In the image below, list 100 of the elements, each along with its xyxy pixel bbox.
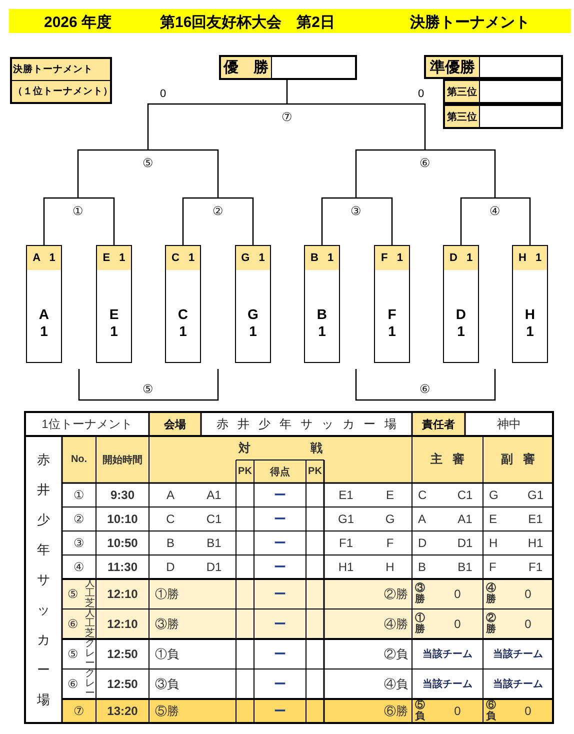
team-name: D 1 (454, 306, 468, 340)
referee-team: D (418, 536, 427, 550)
team-name: H (386, 560, 394, 574)
start-time: 9:30 (110, 488, 135, 502)
column-header: 主審 (430, 451, 474, 468)
referee-team: G (489, 488, 498, 502)
score-dash: ー (274, 486, 286, 504)
referee-score: 0 (524, 617, 532, 631)
referee-slot: ①勝 (415, 613, 425, 635)
team-name: G (385, 512, 395, 526)
column-header: 副審 (500, 451, 545, 468)
match-number: ⑤ (68, 647, 78, 661)
referee-score: 0 (524, 587, 532, 601)
team-code: G 1 (236, 246, 270, 270)
team-slot: ①勝 (155, 586, 179, 602)
team-slot: ⑤勝 (155, 702, 179, 720)
score-dash: ー (274, 510, 286, 528)
referee-note: 当該チーム (493, 647, 543, 661)
bracket-line (425, 369, 496, 401)
bracket-line (355, 149, 425, 198)
team-name: C (166, 512, 175, 526)
score-dash: ー (274, 534, 286, 552)
referee-note: 当該チーム (493, 677, 543, 691)
score-dash: ー (274, 702, 286, 720)
match-number: ① (72, 205, 84, 218)
bracket-line (147, 103, 287, 150)
start-time: 13:20 (107, 704, 138, 718)
team-name: D1 (206, 560, 222, 574)
team-code: C 1 (166, 246, 200, 270)
team-box (374, 245, 410, 363)
year-label: 2026 年度 (44, 13, 112, 32)
stage-title: 決勝トーナメント (410, 13, 530, 32)
column-header: 開始時間 (102, 454, 142, 466)
referee-team: G1 (527, 488, 544, 502)
bracket-line (355, 369, 425, 401)
match-number: ⑥ (68, 677, 78, 691)
referee-team: D1 (457, 536, 473, 550)
team-name: D (166, 560, 175, 574)
result-box (219, 55, 357, 80)
team-name: G1 (338, 512, 354, 526)
start-time: 11:30 (107, 560, 138, 574)
score-dash: ー (274, 586, 286, 602)
team-name: F 1 (386, 306, 398, 340)
venue-label: 会場 (149, 412, 201, 436)
referee-team: E (489, 512, 498, 526)
tournament-title: 決勝トーナメント (12, 63, 94, 77)
team-box (165, 245, 201, 363)
match-number: ⑦ (74, 704, 84, 718)
column-header: 得点 (270, 466, 290, 478)
bracket-line (495, 197, 531, 245)
team-name: G 1 (246, 306, 260, 340)
team-slot: ④勝 (384, 616, 408, 632)
referee-slot: ④勝 (486, 583, 496, 605)
column-header: PK (238, 466, 252, 477)
team-name: E (386, 488, 394, 502)
score-label: 0 (418, 88, 424, 100)
bracket-line (182, 197, 218, 245)
score-dash: ー (274, 676, 286, 692)
referee-team: C (418, 488, 427, 502)
team-name: F1 (338, 536, 353, 550)
bracket-line (148, 149, 219, 198)
bracket-line (43, 197, 78, 245)
tournament-subtitle: （１位トーナメント） (12, 80, 110, 102)
result-box (443, 79, 563, 104)
bracket-line (218, 197, 254, 245)
referee-team: H1 (528, 536, 544, 550)
referee-slot: ⑤負 (415, 700, 425, 722)
match-number: ③ (74, 536, 84, 550)
match-number: ⑤ (142, 383, 154, 396)
bracket-line (287, 103, 426, 150)
score-dash: ー (274, 558, 286, 576)
start-time: 12:50 (107, 647, 138, 661)
team-box (443, 245, 479, 363)
match-number: ① (74, 488, 84, 502)
bracket-line (78, 369, 148, 401)
bracket-name: 1位トーナメント (42, 416, 132, 432)
referee-team: E1 (528, 512, 543, 526)
team-box (304, 245, 340, 363)
team-name: A (166, 488, 174, 502)
team-name: H 1 (524, 306, 536, 340)
team-name: E 1 (108, 306, 120, 340)
bracket-line (460, 197, 495, 245)
bracket-line (286, 80, 288, 104)
team-slot: ②負 (384, 646, 408, 662)
team-box (96, 245, 132, 363)
team-slot: ③負 (155, 676, 179, 692)
bracket-line (77, 149, 148, 198)
match-number: ④ (490, 205, 500, 218)
team-name: F (386, 536, 394, 550)
bracket-line (321, 197, 356, 245)
column-header: No. (70, 454, 88, 465)
match-number: ⑤ (142, 157, 154, 170)
score-dash: ー (274, 646, 286, 662)
match-number: ② (212, 205, 224, 218)
team-name: C 1 (176, 306, 190, 340)
match-number: ⑤ (68, 587, 78, 601)
result-box (443, 104, 563, 129)
pitch-type: クレー (85, 669, 95, 699)
bracket-line (425, 149, 496, 198)
team-name: H1 (338, 560, 354, 574)
